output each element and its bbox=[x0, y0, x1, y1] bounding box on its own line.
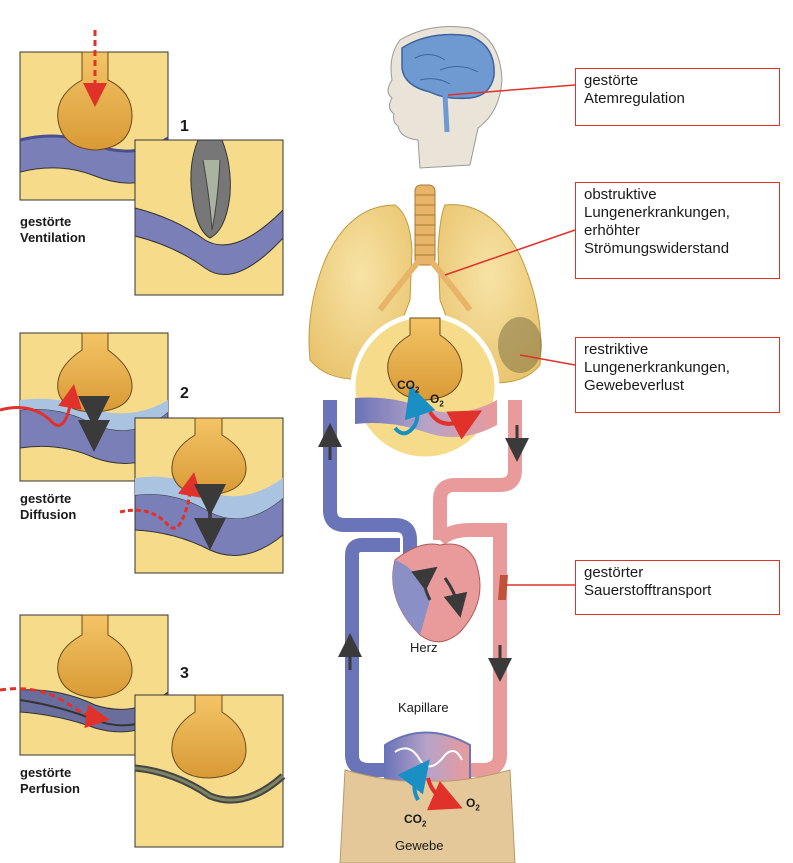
callout-1-line2: Atemregulation bbox=[584, 90, 685, 107]
callout-4-line2: Sauerstofftransport bbox=[584, 582, 712, 599]
head-illustration bbox=[387, 26, 503, 169]
panel-1-label-line1: gestörte bbox=[20, 214, 72, 229]
label-kapillare: Kapillare bbox=[398, 700, 449, 715]
panel-1-label-line2: Ventilation bbox=[20, 230, 86, 245]
panel-2-label: gestörte Diffusion bbox=[20, 491, 76, 523]
callout-3-line3: Gewebeverlust bbox=[584, 377, 685, 394]
label-co2-lung: CO2 bbox=[397, 378, 420, 395]
panel-1-back bbox=[19, 30, 169, 201]
alveolus-inset bbox=[350, 312, 500, 462]
callout-sauerstofftransport: gestörter Sauerstofftransport bbox=[575, 560, 780, 615]
label-co2-tissue: CO2 bbox=[404, 812, 427, 829]
callout-leaders bbox=[444, 84, 576, 586]
panel-2-label-line1: gestörte bbox=[20, 491, 72, 506]
callout-restriktive: restriktive Lungenerkrankungen, Gewebeve… bbox=[575, 337, 780, 413]
panel-1-label: gestörte Ventilation bbox=[20, 214, 86, 246]
panel-2-front bbox=[119, 417, 284, 574]
tissue-block bbox=[339, 759, 516, 863]
panel-1-front bbox=[134, 139, 284, 296]
callout-2-line4: Strömungswiderstand bbox=[584, 240, 730, 257]
callout-4-line1: gestörter bbox=[584, 564, 644, 581]
callout-obstruktive: obstruktive Lungenerkrankungen, erhöhter… bbox=[575, 182, 780, 279]
label-herz: Herz bbox=[410, 640, 438, 655]
callout-3-line2: Lungenerkrankungen, bbox=[584, 359, 730, 376]
callout-2-line2: Lungenerkrankungen, bbox=[584, 204, 730, 221]
panel-1-number: 1 bbox=[180, 118, 189, 135]
panel-2-number: 2 bbox=[180, 385, 189, 402]
callout-1-line1: gestörte bbox=[584, 72, 639, 89]
panel-3-label-line1: gestörte bbox=[20, 765, 72, 780]
callout-atemregulation: gestörte Atemregulation bbox=[575, 68, 780, 126]
callout-3-line1: restriktive bbox=[584, 341, 649, 358]
label-o2-lung: O2 bbox=[430, 392, 444, 409]
callout-2-line1: obstruktive bbox=[584, 186, 657, 203]
panel-3-front bbox=[134, 694, 286, 848]
label-o2-tissue: O2 bbox=[466, 796, 480, 813]
callout-2-line3: erhöhter bbox=[584, 222, 640, 239]
panel-3-label: gestörte Perfusion bbox=[20, 765, 80, 797]
panel-3-label-line2: Perfusion bbox=[20, 781, 80, 796]
panel-3-number: 3 bbox=[180, 665, 189, 682]
label-gewebe: Gewebe bbox=[395, 838, 444, 853]
panel-2-label-line2: Diffusion bbox=[20, 507, 77, 522]
